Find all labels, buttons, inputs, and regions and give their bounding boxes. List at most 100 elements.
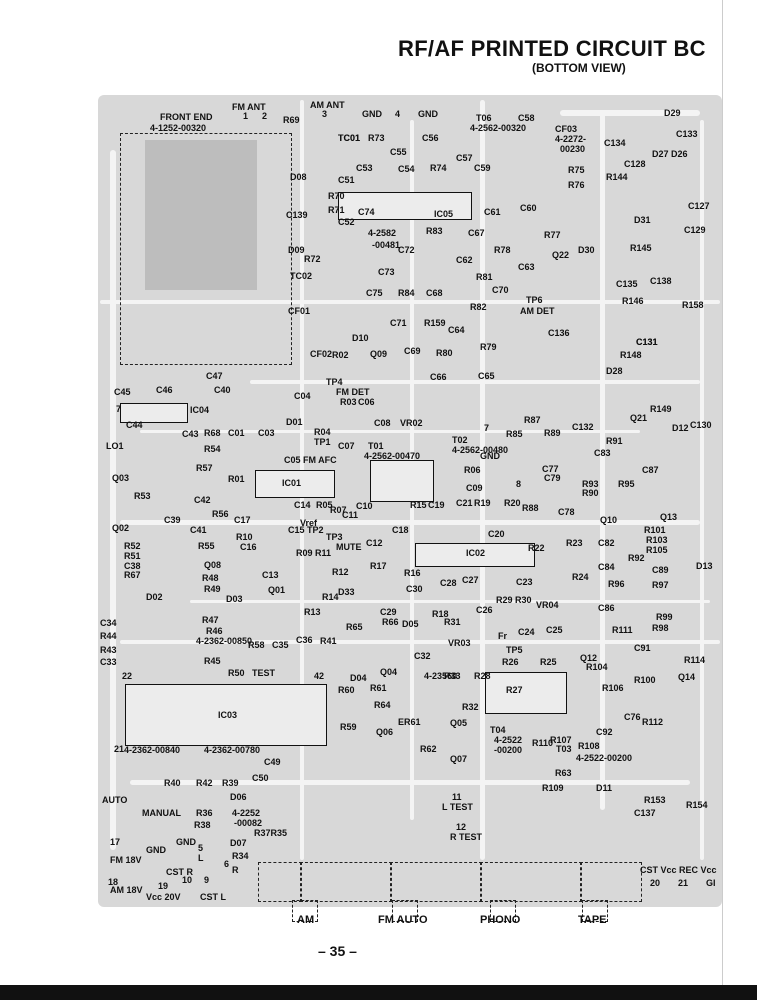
component-label: C14 — [294, 500, 311, 510]
component-label: D09 — [288, 245, 305, 255]
component-label: R71 — [328, 205, 345, 215]
component-label: C35 — [272, 640, 289, 650]
component-label: R56 — [212, 509, 229, 519]
component-label: R109 — [542, 783, 564, 793]
component-label: R46 — [206, 626, 223, 636]
component-label: R06 — [464, 465, 481, 475]
component-label: R105 — [646, 545, 668, 555]
component-label: R03 — [340, 397, 357, 407]
component-label: R28 — [474, 671, 491, 681]
component-label: C58 — [518, 113, 535, 123]
component-label: R70 — [328, 191, 345, 201]
page-edge — [722, 0, 757, 1000]
component-label: Q01 — [268, 585, 286, 595]
component-label: R04 — [314, 427, 331, 437]
component-label: C15 TP2 — [288, 525, 324, 535]
component-label: Q10 — [600, 515, 618, 525]
component-label: C01 — [228, 428, 245, 438]
connector-block — [580, 862, 642, 902]
component-label: 22 — [122, 671, 133, 681]
component-label: R25 — [540, 657, 557, 667]
component-label: FM DET — [336, 387, 370, 397]
component-label: D12 — [672, 423, 689, 433]
component-label: R36 — [196, 808, 213, 818]
component-label: C70 — [492, 285, 509, 295]
component-label: R78 — [494, 245, 511, 255]
component-label: R77 — [544, 230, 561, 240]
component-label: C20 — [488, 529, 505, 539]
component-label: C139 — [286, 210, 308, 220]
component-label: C55 — [390, 147, 407, 157]
component-label: R37R35 — [254, 828, 288, 838]
ic02-chip — [415, 543, 535, 567]
component-label: R — [232, 865, 239, 875]
component-label: R10 — [236, 532, 253, 542]
component-label: C65 — [478, 371, 495, 381]
page-subtitle: (BOTTOM VIEW) — [532, 61, 626, 75]
component-label: R50 — [228, 668, 245, 678]
component-label: C77 — [542, 464, 559, 474]
component-label: 4-2562-00320 — [470, 123, 527, 133]
trace — [700, 120, 704, 860]
component-label: T06 — [476, 113, 492, 123]
component-label: R48 — [202, 573, 219, 583]
component-label: R67 — [124, 570, 141, 580]
component-label: FRONT END — [160, 112, 213, 122]
component-label: C41 — [190, 525, 207, 535]
component-label: IC05 — [434, 209, 454, 219]
component-label: TP3 — [326, 532, 343, 542]
connector-block — [480, 862, 582, 902]
component-label: R33 — [444, 671, 461, 681]
component-label: R32 — [462, 702, 479, 712]
component-label: Q13 — [660, 512, 678, 522]
component-label: C40 — [214, 385, 231, 395]
component-label: D27 D26 — [652, 149, 688, 159]
component-label: R101 — [644, 525, 666, 535]
component-label: C51 — [338, 175, 355, 185]
scan-border — [0, 985, 757, 1000]
component-label: C79 — [544, 473, 561, 483]
component-label: D33 — [338, 587, 355, 597]
component-label: R83 — [426, 226, 443, 236]
ic01-chip — [255, 470, 335, 498]
connector-block — [258, 862, 302, 902]
component-label: C11 — [342, 510, 359, 520]
component-label: R104 — [586, 662, 608, 672]
component-label: R154 — [686, 800, 708, 810]
component-label: MUTE — [336, 542, 362, 552]
component-label: R40 — [164, 778, 181, 788]
component-label: C16 — [240, 542, 257, 552]
component-label: R63 — [555, 768, 572, 778]
component-label: C46 — [156, 385, 173, 395]
component-label: C54 — [398, 164, 415, 174]
transformer-t03-t04 — [485, 672, 567, 714]
component-label: 7 — [116, 404, 122, 414]
component-label: D06 — [230, 792, 247, 802]
component-label: C32 — [414, 651, 431, 661]
component-label: R60 — [338, 685, 355, 695]
component-label: C136 — [548, 328, 570, 338]
component-label: 4-2582 — [368, 228, 397, 238]
component-label: R18 — [432, 609, 449, 619]
component-label: R01 — [228, 474, 245, 484]
component-label: C64 — [448, 325, 465, 335]
trace — [480, 100, 485, 860]
component-label: D04 — [350, 673, 367, 683]
component-label: C128 — [624, 159, 646, 169]
component-label: C26 — [476, 605, 493, 615]
component-label: Q14 — [678, 672, 696, 682]
component-label: R91 — [606, 436, 623, 446]
component-label: C38 — [124, 561, 141, 571]
component-label: R96 — [608, 579, 625, 589]
component-label: R12 — [332, 567, 349, 577]
component-label: C25 — [546, 625, 563, 635]
component-label: 19 — [158, 881, 169, 891]
component-label: R20 — [504, 498, 521, 508]
component-label: C13 — [262, 570, 279, 580]
component-label: GND — [176, 837, 196, 847]
component-label: 1 — [243, 111, 249, 121]
component-label: C39 — [164, 515, 181, 525]
component-label: T02 — [452, 435, 468, 445]
component-label: C76 — [624, 712, 641, 722]
component-label: C53 — [356, 163, 373, 173]
